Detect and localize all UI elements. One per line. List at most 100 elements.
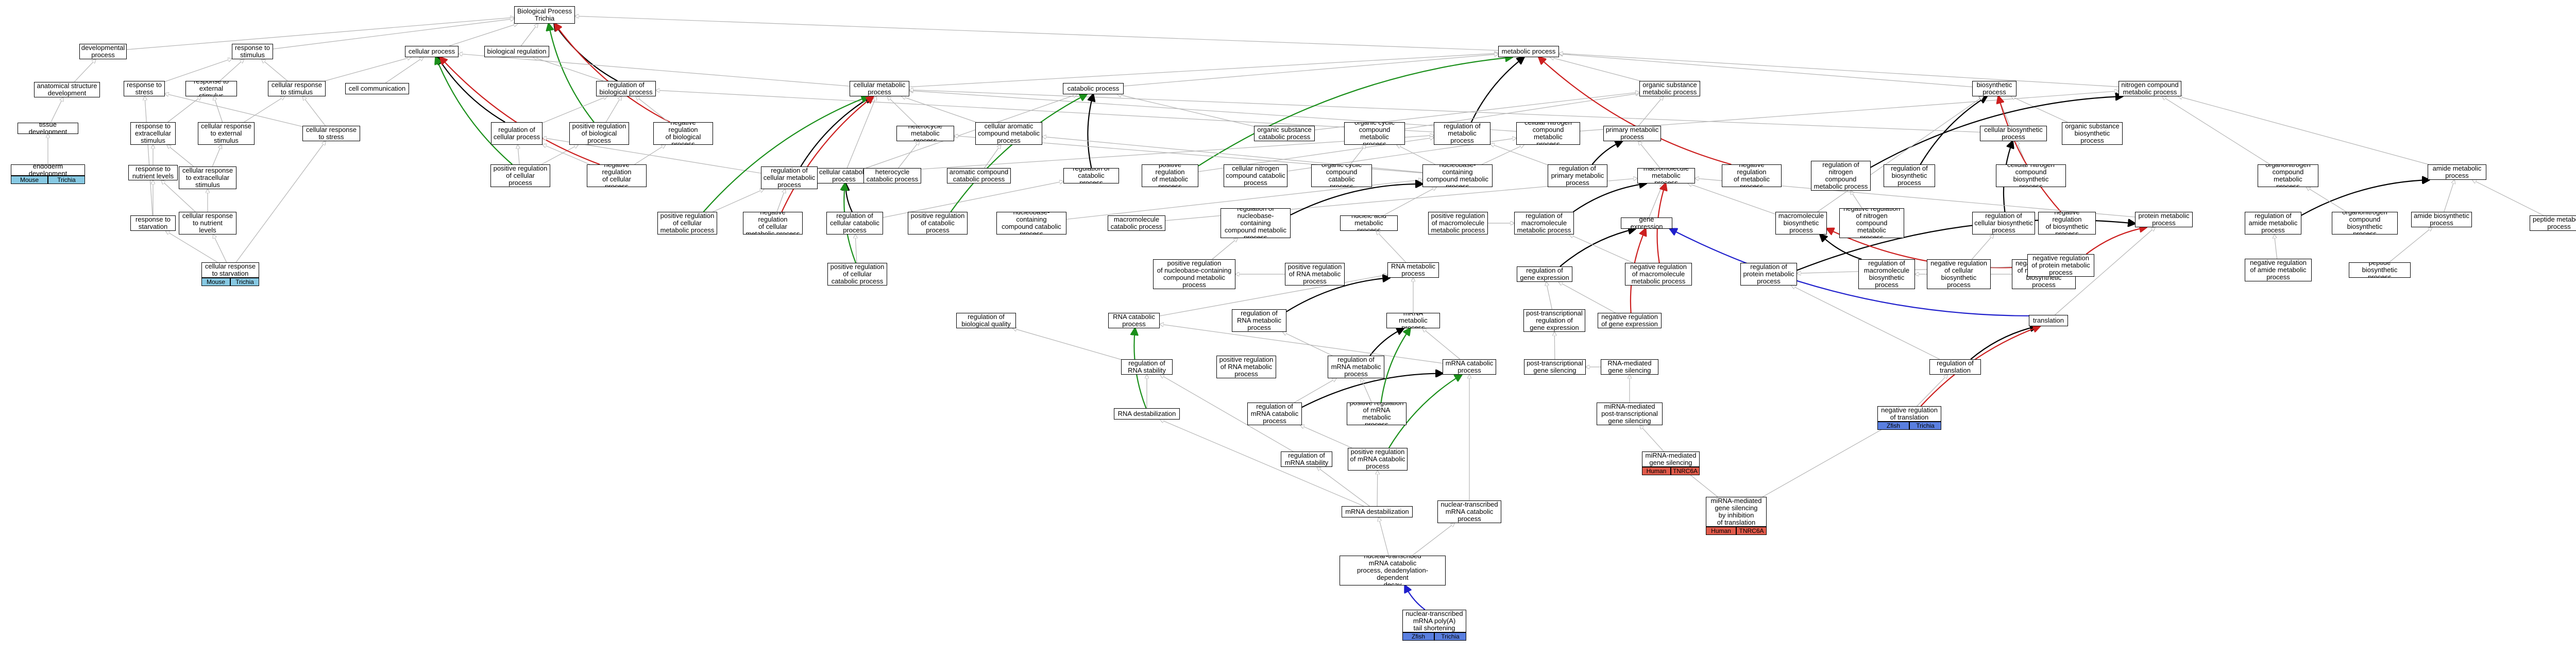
go-term-node-mirna_silencing[interactable]: miRNA-mediated post-transcriptional gene… (1597, 403, 1663, 425)
go-term-node-cell_nitro_met[interactable]: cellular nitrogen compound metabolic pro… (1516, 122, 1580, 145)
go-term-node-bioreg[interactable]: biological regulation (484, 46, 549, 57)
go-term-node-mrna_destab[interactable]: mRNA destabilization (1342, 506, 1413, 517)
go-term-node-resp_starv[interactable]: response to starvation (130, 215, 176, 231)
go-term-node-prim_met[interactable]: primary metabolic process (1603, 126, 1661, 141)
go-term-node-biosyn[interactable]: biosynthetic process (1972, 81, 2016, 96)
go-term-node-tissue_dev[interactable]: tissue development (18, 123, 78, 134)
go-term-node-devproc[interactable]: developmental process (79, 44, 127, 59)
go-term-node-het_met[interactable]: heterocycle metabolic process (896, 126, 954, 141)
go-term-node-mirna_inhib[interactable]: miRNA-mediated gene silencing by inhibit… (1706, 497, 1767, 527)
go-term-node-pos_reg_cell_cat[interactable]: positive regulation of cellular cataboli… (827, 263, 887, 286)
go-term-node-reg_mrna_cat[interactable]: regulation of mRNA catabolic process (1247, 403, 1302, 425)
go-term-node-reg_cat[interactable]: regulation of catabolic process (1063, 168, 1119, 183)
go-term-node-reg_bioproc[interactable]: regulation of biological process (596, 81, 656, 96)
go-term-node-neg_reg_translation[interactable]: negative regulation of translation (1877, 406, 1941, 422)
go-term-node-neg_reg_biosyn[interactable]: negative regulation of biosynthetic proc… (2038, 212, 2096, 235)
go-term-node-polya_short[interactable]: nuclear-transcribed mRNA poly(A) tail sh… (1402, 610, 1466, 632)
go-term-node-resp_nutr[interactable]: response to nutrient levels (128, 165, 178, 180)
go-term-node-pos_reg_cat[interactable]: positive regulation of catabolic process (908, 212, 968, 235)
go-term-node-reg_cell_biosyn[interactable]: regulation of cellular biosynthetic proc… (1972, 212, 2035, 235)
go-term-node-prot_met[interactable]: protein metabolic process (2135, 212, 2193, 227)
go-term-node-cell_resp_stress[interactable]: cellular response to stress (302, 126, 360, 141)
go-term-node-cell_resp_stim[interactable]: cellular response to stimulus (268, 81, 326, 96)
go-term-node-mrna_cat[interactable]: mRNA catabolic process (1443, 359, 1496, 375)
go-term-node-cell_nitro_cat[interactable]: cellular nitrogen compound catabolic pro… (1224, 164, 1287, 187)
go-term-node-reg_rna_stab[interactable]: regulation of RNA stability (1121, 359, 1173, 375)
go-term-node-rna_met[interactable]: RNA metabolic process (1387, 262, 1439, 278)
go-term-node-reg_amide_met[interactable]: regulation of amide metabolic process (2245, 212, 2301, 235)
go-term-node-ptrans_reg[interactable]: post-transcriptional regulation of gene … (1523, 309, 1585, 332)
go-term-node-catab[interactable]: catabolic process (1063, 83, 1124, 94)
go-term-node-org_cyc_met[interactable]: organic cyclic compound metabolic proces… (1344, 122, 1405, 145)
go-term-node-macro_met[interactable]: macromolecule metabolic process (1637, 168, 1695, 183)
go-term-node-reg_biosyn[interactable]: regulation of biosynthetic process (1884, 164, 1935, 187)
go-term-node-reg_mrna_met[interactable]: regulation of mRNA metabolic process (1328, 356, 1384, 378)
go-term-node-cellproc[interactable]: cellular process (405, 46, 459, 57)
go-term-node-neg_reg_cell_biosyn[interactable]: negative regulation of cellular biosynth… (1927, 259, 1991, 289)
go-term-node-neg_reg_prot_met[interactable]: negative regulation of protein metabolic… (2027, 254, 2094, 277)
go-term-node-neg_reg_cell_met[interactable]: negative regulation of cellular metaboli… (743, 212, 803, 235)
go-term-node-reg_nitro_met[interactable]: regulation of nitrogen compound metaboli… (1811, 161, 1871, 191)
go-term-node-macro_cat[interactable]: macromolecule catabolic process (1108, 215, 1165, 231)
go-term-node-reg_cellproc[interactable]: regulation of cellular process (491, 122, 543, 145)
go-term-node-reg_nucl_met[interactable]: regulation of nucleobase-containing comp… (1221, 208, 1291, 238)
go-term-node-translation[interactable]: translation (2029, 315, 2068, 326)
go-term-node-org_sub_biosyn[interactable]: organic substance biosynthetic process (2062, 122, 2123, 145)
go-term-node-neg_reg_cell[interactable]: negative regulation of cellular process (587, 164, 647, 187)
go-term-node-reg_rna_met[interactable]: regulation of RNA metabolic process (1232, 309, 1286, 332)
go-term-node-org_cyc_cat[interactable]: organic cyclic compound catabolic proces… (1311, 164, 1372, 187)
go-term-node-amide_biosyn[interactable]: amide biosynthetic process (2411, 212, 2472, 227)
go-term-node-neg_reg_met[interactable]: negative regulation of metabolic process (1722, 164, 1782, 187)
go-term-node-org_sub_cat[interactable]: organic substance catabolic process (1254, 126, 1315, 141)
go-term-node-orgnitro_met[interactable]: organonitrogen compound metabolic proces… (2258, 164, 2318, 187)
go-term-node-cell_resp_extra[interactable]: cellular response to extracellular stimu… (179, 166, 236, 189)
go-term-node-amide_met[interactable]: amide metabolic process (2428, 164, 2486, 180)
go-term-node-pos_reg_mrna_met[interactable]: positive regulation of mRNA metabolic pr… (1347, 403, 1406, 425)
go-term-node-arom_met[interactable]: cellular aromatic compound metabolic pro… (975, 122, 1042, 145)
go-term-node-reg_mrna_stab[interactable]: regulation of mRNA stability (1281, 451, 1332, 467)
go-term-node-pos_reg_rna_met2[interactable]: positive regulation of RNA metabolic pro… (1216, 356, 1276, 378)
go-term-node-pos_reg_bio[interactable]: positive regulation of biological proces… (569, 122, 629, 145)
go-term-node-het_cat[interactable]: heterocycle catabolic process (863, 168, 921, 183)
go-term-node-reg_translation[interactable]: regulation of translation (1929, 359, 1981, 375)
go-term-node-pos_reg_rna_met[interactable]: positive regulation of RNA metabolic pro… (1285, 263, 1345, 286)
go-term-node-na_met[interactable]: nucleic acid metabolic process (1340, 215, 1398, 231)
go-term-node-arom_cat[interactable]: aromatic compound catabolic process (947, 168, 1011, 183)
go-term-node-cell_nitro_biosyn[interactable]: cellular nitrogen compound biosynthetic … (1996, 164, 2066, 187)
go-term-node-nt_mrna_cat[interactable]: nuclear-transcribed mRNA catabolic proce… (1437, 500, 1501, 523)
go-term-node-ptrans_silencing[interactable]: post-transcriptional gene silencing (1524, 359, 1586, 375)
go-term-node-metproc[interactable]: metabolic process (1498, 46, 1559, 57)
go-term-node-reg_prot_met[interactable]: regulation of protein metabolic process (1740, 263, 1797, 286)
go-term-node-resp_stim[interactable]: response to stimulus (232, 44, 273, 59)
go-term-node-reg_cell_cat[interactable]: regulation of cellular catabolic process (826, 212, 883, 235)
go-term-node-pept_biosyn[interactable]: peptide biosynthetic process (2349, 262, 2411, 278)
go-term-node-cell_resp_starv[interactable]: cellular response to starvation (201, 262, 259, 278)
go-term-node-pos_reg_met[interactable]: positive regulation of metabolic process (1142, 164, 1198, 187)
go-term-node-pept_met[interactable]: peptide metabolic process (2530, 215, 2576, 231)
go-term-node-nitro_met[interactable]: nitrogen compound metabolic process (2119, 81, 2181, 96)
go-term-node-reg_cell_met[interactable]: regulation of cellular metabolic process (761, 166, 818, 189)
go-term-node-rna_cat[interactable]: RNA catabolic process (1108, 313, 1160, 328)
go-term-node-reg_macro_biosyn[interactable]: regulation of macromolecule biosynthetic… (1858, 259, 1915, 289)
go-term-node-pos_reg_macro_met[interactable]: positive regulation of macromolecule met… (1428, 212, 1488, 235)
go-term-node-nucl_cat[interactable]: nucleobase-containing compound catabolic… (996, 212, 1066, 235)
go-term-node-neg_reg_bio[interactable]: negative regulation of biological proces… (653, 122, 713, 145)
go-term-node-cell_comm[interactable]: cell communication (345, 83, 409, 94)
go-term-node-cell_resp_nutr[interactable]: cellular response to nutrient levels (179, 212, 236, 235)
go-term-node-reg_bio_qual[interactable]: regulation of biological quality (956, 313, 1016, 328)
go-term-node-reg_gene_expr[interactable]: regulation of gene expression (1517, 266, 1572, 282)
go-term-node-resp_extra[interactable]: response to extracellular stimulus (130, 122, 176, 145)
go-term-node-reg_macro_met[interactable]: regulation of macromolecule metabolic pr… (1514, 212, 1574, 235)
go-term-node-pos_reg_cell_met[interactable]: positive regulation of cellular metaboli… (657, 212, 717, 235)
go-term-node-orgnitro_biosyn[interactable]: organonitrogen compound biosynthetic pro… (2332, 212, 2398, 235)
go-term-node-macro_biosyn[interactable]: macromolecule biosynthetic process (1775, 212, 1827, 235)
go-term-node-resp_ext[interactable]: response to external stimulus (185, 81, 237, 96)
go-term-node-reg_met[interactable]: regulation of metabolic process (1434, 122, 1490, 145)
go-term-node-neg_reg_nitro_met[interactable]: negative regulation of nitrogen compound… (1839, 208, 1904, 238)
go-term-node-mirna_gene_silencing[interactable]: miRNA-mediated gene silencing (1642, 451, 1700, 467)
go-term-node-anat_dev[interactable]: anatomical structure development (34, 82, 100, 97)
go-term-node-org_sub_met[interactable]: organic substance metabolic process (1639, 81, 1700, 96)
go-term-node-rna_silencing[interactable]: RNA-mediated gene silencing (1601, 359, 1658, 375)
go-term-node-reg_prim_met[interactable]: regulation of primary metabolic process (1548, 164, 1607, 187)
go-term-node-rna_destab[interactable]: RNA destabilization (1114, 408, 1180, 420)
